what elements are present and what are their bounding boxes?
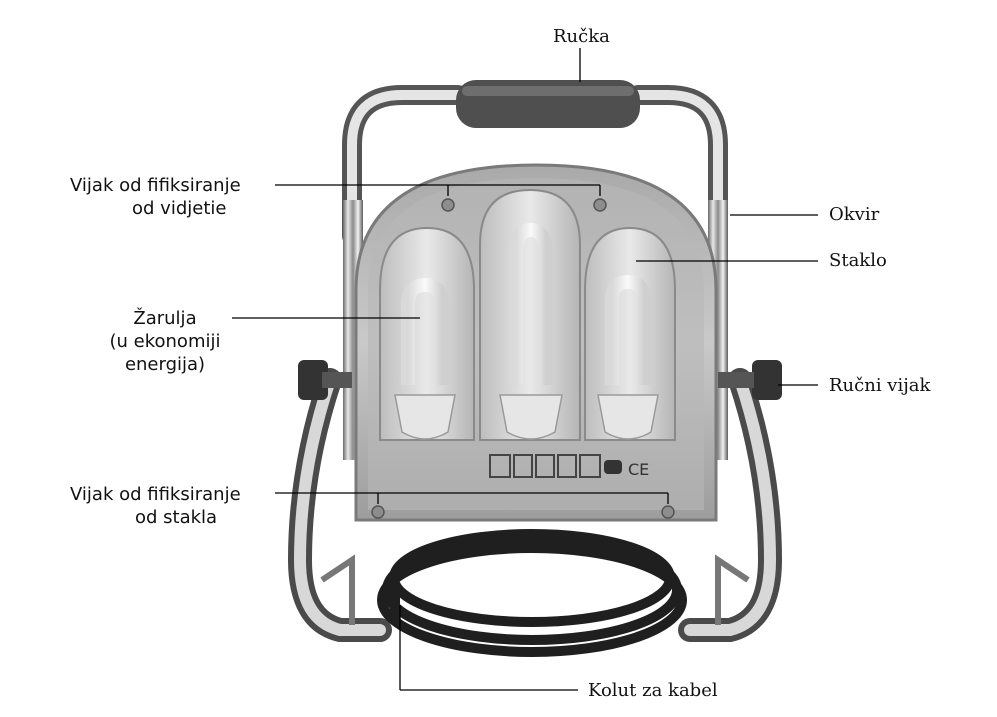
label-frame: Okvir: [829, 204, 880, 225]
callout-lines: [232, 48, 818, 691]
screws: [371, 198, 675, 519]
label-bulb-2: (u ekonomiji: [109, 331, 221, 352]
glass-domes: [379, 188, 676, 441]
ce-mark: CE: [628, 460, 649, 479]
product-marks: CE: [489, 454, 649, 479]
hand-screws: [298, 360, 782, 400]
label-screw-glass-2: od stakla: [135, 507, 218, 528]
label-hand-screw: Ručni vijak: [829, 375, 931, 396]
cable-coil: [377, 529, 687, 657]
label-screw-glass-1: Vijak od fifiksiranje: [70, 484, 241, 505]
label-handle: Ručka: [553, 26, 610, 47]
label-screw-visor-1: Vijak od fifiksiranje: [70, 175, 241, 196]
bulbs: [394, 222, 659, 440]
label-bulb-1: Žarulja: [133, 308, 197, 329]
label-screw-visor-2: od vidjetie: [132, 198, 227, 219]
label-cable-reel: Kolut za kabel: [588, 680, 718, 701]
label-glass: Staklo: [829, 250, 887, 271]
label-bulb-3: energija): [124, 354, 206, 375]
